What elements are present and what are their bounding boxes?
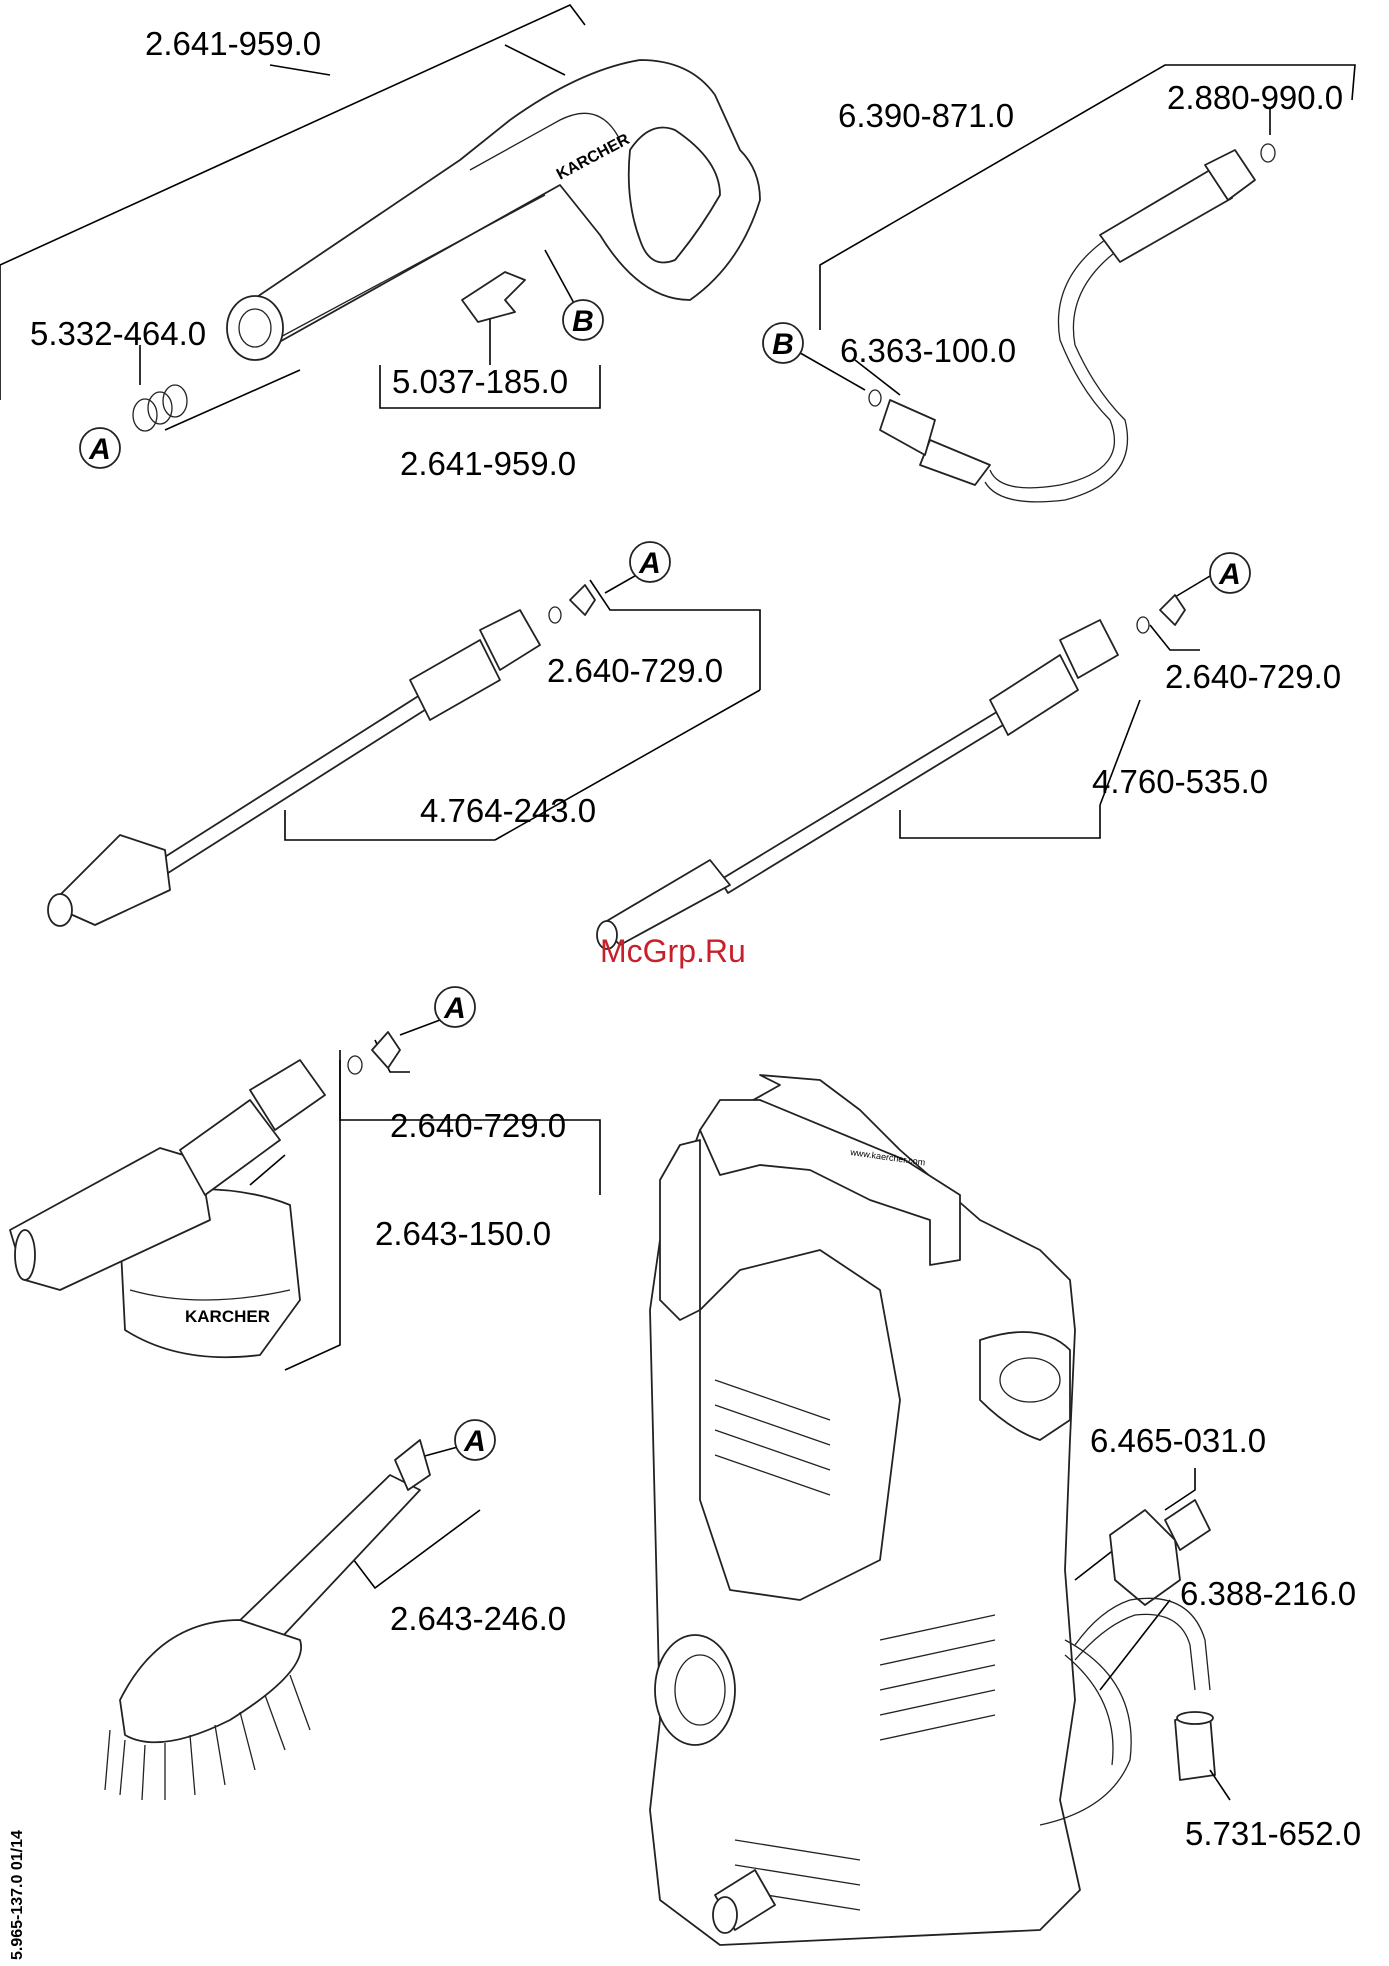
- marker-a-foam: A: [435, 987, 475, 1027]
- suction-filter-top: [1177, 1712, 1213, 1724]
- trigger-gun-group: KARCHER A B 2.641-959.0 5.332-464.0 5.03…: [0, 5, 760, 482]
- lance-dirt-grip: [410, 640, 500, 720]
- foam-o-ring: [348, 1056, 362, 1074]
- washer-front-panel: [700, 1250, 900, 1600]
- svg-text:A: A: [1218, 558, 1241, 591]
- part-number-hose: 6.390-871.0: [838, 97, 1014, 134]
- nozzle-insert-b: [1160, 595, 1185, 625]
- part-number-clip: 5.037-185.0: [392, 363, 568, 400]
- part-number-lance-dirt: 4.764-243.0: [420, 792, 596, 829]
- leader-filter: [1210, 1770, 1230, 1800]
- nozzle-insert-c: [372, 1032, 400, 1068]
- part-number-o-ring-small: 6.363-100.0: [840, 332, 1016, 369]
- o-ring-small: [869, 390, 881, 406]
- svg-text:A: A: [88, 433, 111, 466]
- svg-text:A: A: [638, 547, 661, 580]
- marker-a-gun: A: [80, 428, 120, 468]
- leader-lance-spray: [900, 805, 1100, 838]
- suction-hose-inner: [1075, 1614, 1195, 1690]
- washer-side-fin: [660, 1140, 700, 1320]
- marker-a-brush: A: [455, 1420, 495, 1460]
- brush-head: [120, 1620, 301, 1742]
- hose-end-top: [1100, 170, 1232, 262]
- foam-nozzle-group: KARCHER A 2.640-729.0 2.643-150.0: [10, 987, 600, 1370]
- leader-foam-2: [250, 1155, 285, 1185]
- lance-spray-grip: [990, 655, 1078, 735]
- svg-text:A: A: [463, 1425, 486, 1458]
- svg-text:A: A: [443, 992, 466, 1025]
- watermark-text: McGrp.Ru: [600, 933, 746, 969]
- leader-seal: [165, 370, 300, 430]
- spray-lance-group: A 2.640-729.0 4.760-535.0: [597, 553, 1341, 949]
- foam-bottle-brand: KARCHER: [185, 1307, 270, 1326]
- lance-dirt-o-ring: [549, 607, 561, 623]
- wash-brush-group: A 2.643-246.0: [105, 1420, 566, 1800]
- leader-gun-top: [270, 65, 330, 75]
- hose-line-inner: [985, 250, 1128, 502]
- gun-lock-clip: [462, 272, 525, 322]
- washer-power-switch: [655, 1635, 735, 1745]
- part-number-nozzle-b: 2.640-729.0: [1165, 658, 1341, 695]
- svg-text:B: B: [772, 328, 794, 361]
- leader-suction-hose: [1100, 1600, 1170, 1690]
- document-code: 5.965-137.0 01/14: [9, 1830, 26, 1960]
- leader-a-foam: [400, 1020, 440, 1035]
- part-number-suction-hose: 6.388-216.0: [1180, 1575, 1356, 1612]
- svg-text:B: B: [572, 305, 594, 338]
- marker-a-lance-spray: A: [1210, 553, 1250, 593]
- hose-group: B 6.390-871.0 2.880-990.0 6.363-100.0: [763, 65, 1355, 502]
- foam-nozzle-tip: [15, 1230, 35, 1280]
- hose-pin-bottom: [880, 400, 935, 455]
- part-number-foam-nozzle: 2.643-150.0: [375, 1215, 551, 1252]
- hose-end-bottom: [920, 440, 990, 485]
- marker-a-lance-dirt: A: [630, 542, 670, 582]
- gun-outlet: [227, 296, 283, 360]
- marker-b-hose: B: [763, 323, 803, 363]
- part-number-brush: 2.643-246.0: [390, 1600, 566, 1637]
- lance-spray-tube: [720, 710, 1008, 893]
- part-number-seal-ring: 5.332-464.0: [30, 315, 206, 352]
- part-number-o-ring-top: 2.880-990.0: [1167, 79, 1343, 116]
- part-number-nozzle-c: 2.640-729.0: [390, 1107, 566, 1144]
- leader-b-gun: [545, 250, 575, 305]
- lance-spray-head: [1060, 620, 1118, 678]
- o-ring-top: [1261, 144, 1275, 162]
- part-number-filter: 5.731-652.0: [1185, 1815, 1361, 1852]
- marker-b-gun: B: [563, 300, 603, 340]
- leader-gun-handle: [505, 45, 565, 75]
- part-number-coupling: 6.465-031.0: [1090, 1422, 1266, 1459]
- dirt-blaster-group: A 2.640-729.0 4.764-243.0: [48, 542, 760, 926]
- lance-dirt-tube: [160, 695, 428, 873]
- washer-unit-group: www.kaercher.com 6.465-031.0 6.388-216.0…: [650, 1075, 1361, 1945]
- part-number-lance-spray: 4.760-535.0: [1092, 763, 1268, 800]
- washer-hp-outlet-face: [713, 1897, 737, 1933]
- rotary-nozzle-tip: [48, 894, 72, 926]
- leader-nozzle-b: [1150, 625, 1200, 650]
- part-number-gun-kit: 2.641-959.0: [400, 445, 576, 482]
- part-number-nozzle-a: 2.640-729.0: [547, 652, 723, 689]
- nozzle-insert-a: [570, 585, 595, 615]
- part-number-gun-top: 2.641-959.0: [145, 25, 321, 62]
- lance-spray-o-ring: [1137, 617, 1149, 633]
